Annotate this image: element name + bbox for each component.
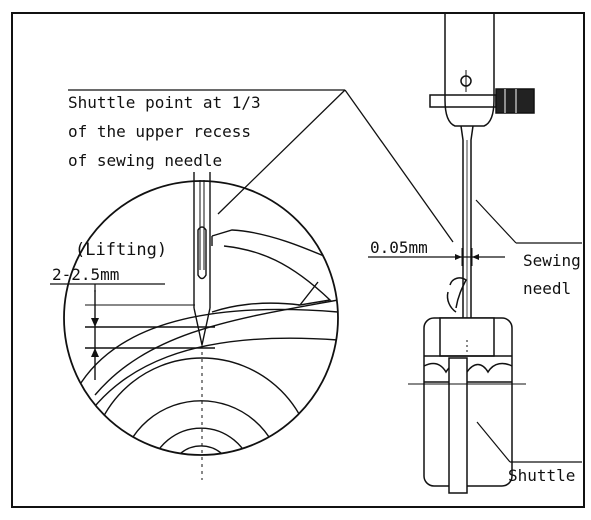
race-arc-2 — [119, 400, 283, 455]
shuttle-upper-recess — [439, 317, 495, 357]
set-screw-shaft — [429, 94, 497, 108]
lifting-label: (Lifting) — [75, 240, 167, 260]
magnified-detail-view — [50, 172, 339, 480]
dimension-arrowhead-down — [91, 318, 99, 327]
hook-arc-inner — [69, 337, 338, 446]
magnifier-circle — [63, 180, 339, 456]
shuttle-point-label-line2: of the upper recess — [68, 122, 251, 141]
shuttle-hook — [211, 229, 338, 313]
hook-arc-outer — [64, 308, 338, 421]
lift-range-label: 2-2.5mm — [52, 265, 119, 284]
shuttle-point-label-line1: Shuttle point at 1/3 — [68, 93, 261, 112]
needle-assembly — [368, 14, 582, 343]
shuttle-label: Shuttle — [508, 466, 575, 485]
leader-lines — [68, 89, 454, 243]
sewing-needle-label-line2: needl — [523, 279, 571, 298]
shuttle-assembly — [408, 277, 582, 494]
bobbin-post — [448, 357, 468, 494]
clearance-label: 0.05mm — [370, 238, 428, 257]
hook-arc-mid — [94, 299, 338, 396]
race-arc-3 — [149, 427, 253, 455]
diagram-frame — [11, 12, 585, 508]
sewing-needle-label-line1: Sewing — [523, 251, 581, 270]
race-arc-4 — [169, 445, 233, 455]
needle-magnified — [193, 172, 211, 480]
set-screw-head — [495, 88, 535, 114]
shuttle-point-label-line3: of sewing needle — [68, 151, 222, 170]
dimension-arrowhead-up — [91, 348, 99, 357]
